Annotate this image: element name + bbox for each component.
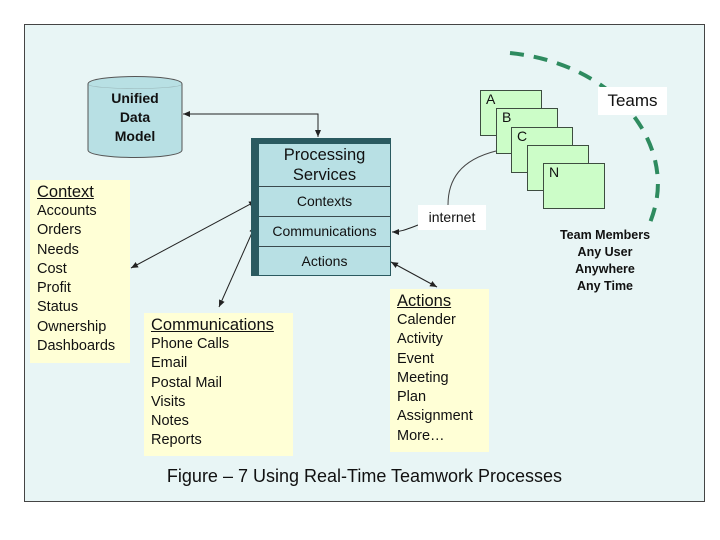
processing-services-node: Processing Services Contexts Communicati… [251,138,391,276]
actions-item: Calender [397,312,456,328]
connector-actions-box [390,261,438,288]
actions-item: More… [397,427,445,444]
context-item: Orders [37,222,82,239]
connector-internet-processing [391,224,419,235]
connector-communications-box [218,225,256,308]
context-item: Status [37,299,79,316]
teams-label: Teams [598,87,667,115]
context-box: Context Accounts Orders Needs Cost Profi… [30,180,130,363]
context-item: Dashboards [37,338,116,355]
communications-item: Notes [151,413,189,430]
actions-item: Meeting [397,369,449,386]
internet-label: internet [418,205,486,230]
team-caption-line: Anywhere [575,262,635,276]
communications-item: Reports [151,432,202,449]
processing-title-line: Services [292,166,357,184]
figure-caption: Figure – 7 Using Real-Time Teamwork Proc… [166,466,563,486]
processing-services-panel: Processing Services Contexts Communicati… [259,144,390,275]
actions-box: Actions Calender Activity Event Meeting … [390,289,489,452]
communications-item: Email [151,355,188,372]
context-item: Needs [37,241,79,258]
context-title: Context [37,183,94,201]
actions-item: Assignment [397,408,473,425]
processing-cell-actions: Actions [259,246,390,275]
context-item: Profit [37,280,71,297]
context-item: Ownership [37,318,107,335]
actions-item: Event [397,350,435,367]
communications-title: Communications [151,316,274,334]
data-model-line: Model [114,128,156,144]
team-caption-line: Any User [577,245,633,259]
actions-title: Actions [397,292,452,310]
data-model-line: Unified [111,90,159,106]
data-model-line: Data [119,109,151,125]
team-members-caption: Team Members Any User Anywhere Any Time [540,227,670,295]
connector-db-processing [183,111,321,137]
team-caption-line: Any Time [576,279,634,293]
connector-internet-teams [447,150,497,206]
actions-item: Plan [397,389,427,406]
connector-contexts-context [130,200,257,269]
data-model-label: Unified Data Model [86,89,184,146]
communications-item: Visits [151,393,186,410]
teams-boundary-arc [509,51,660,229]
actions-item: Activity [397,331,443,348]
communications-item: Phone Calls [151,336,230,352]
unified-data-model-node: Unified Data Model [86,72,184,162]
processing-cell-communications: Communications [259,216,390,246]
team-caption-line: Team Members [559,228,651,242]
processing-cell-contexts: Contexts [259,186,390,216]
database-cylinder-icon [87,76,183,158]
processing-title-line: Processing [283,146,366,164]
context-item: Accounts [37,203,97,219]
communications-item: Postal Mail [151,374,222,391]
team-member-card: N [543,163,605,209]
context-item: Cost [37,260,67,277]
processing-title: Processing Services [259,144,390,186]
communications-box: Communications Phone Calls Email Postal … [144,313,293,456]
